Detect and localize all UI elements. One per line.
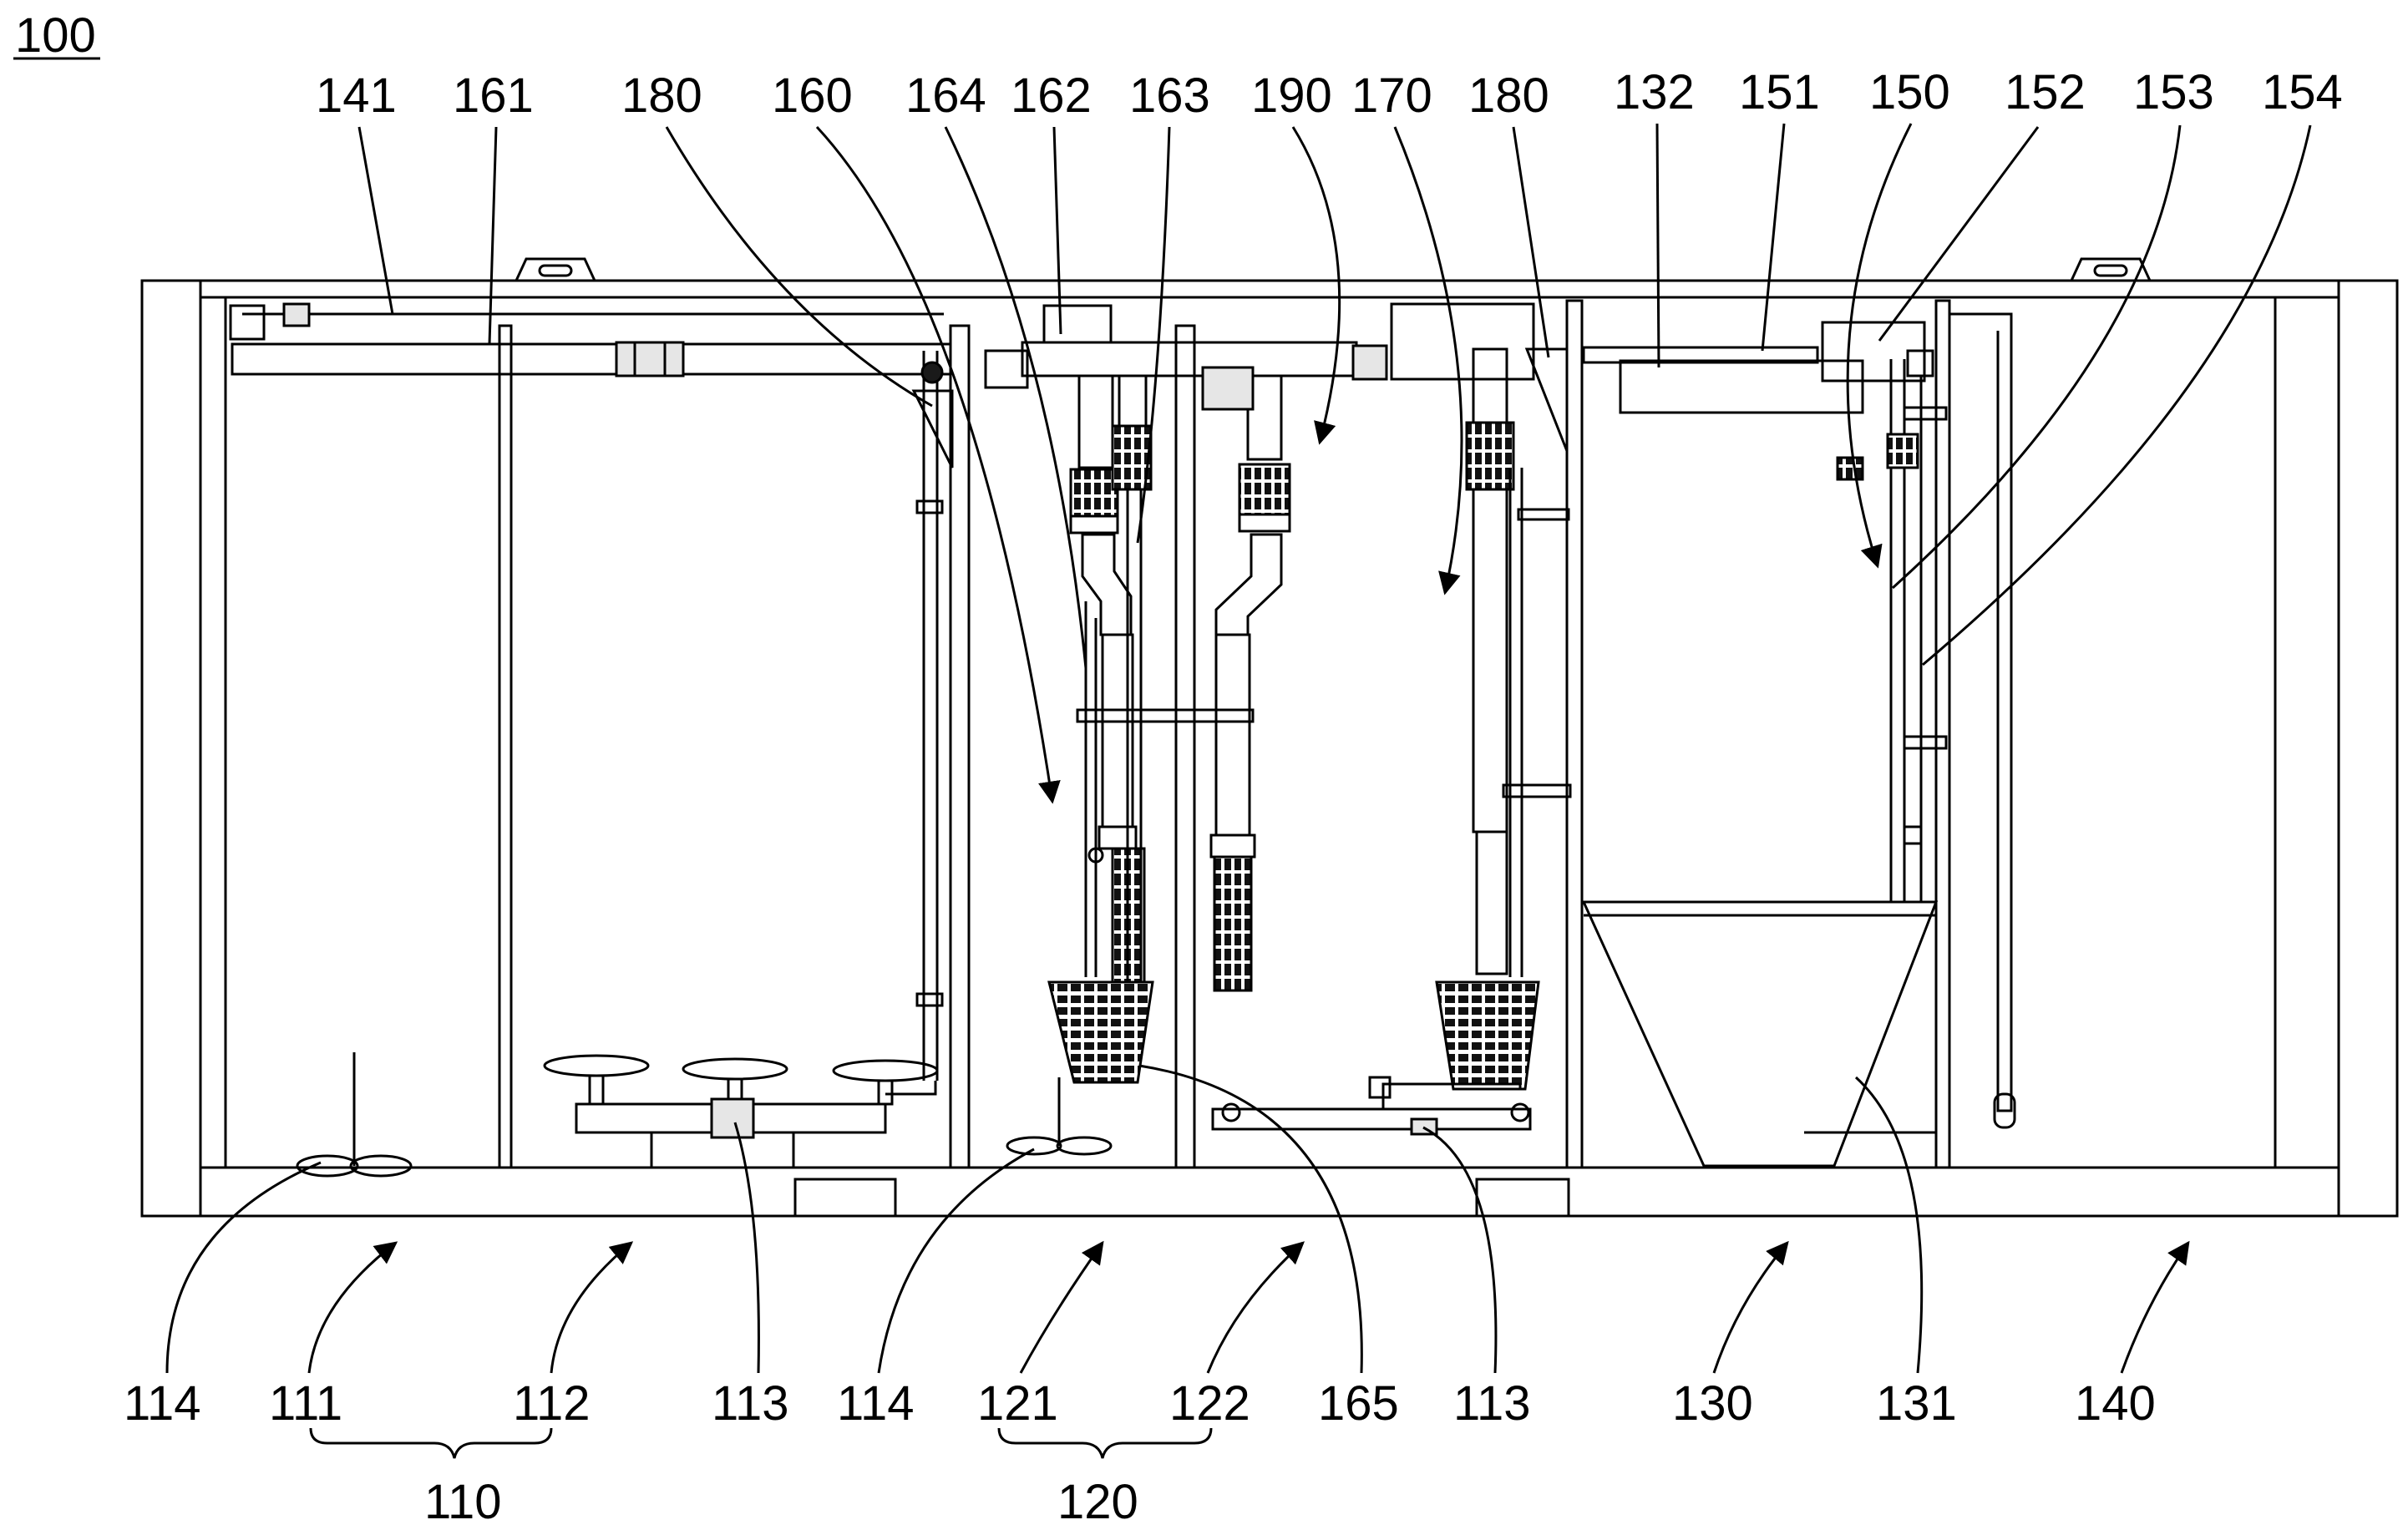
label-114-left: 114 <box>124 1376 200 1431</box>
label-130: 130 <box>1672 1376 1753 1431</box>
label-164: 164 <box>905 68 986 123</box>
lifting-lug-right <box>2070 257 2152 281</box>
frame-right-post <box>2337 279 2399 1218</box>
leader-111 <box>307 1241 398 1374</box>
leader-150 <box>1846 123 1913 569</box>
leader-114-right <box>877 1148 1035 1374</box>
bottom-labels: 114 111 112 113 114 121 122 165 113 130 … <box>124 1376 2156 1529</box>
brace-120 <box>997 1427 1213 1459</box>
leader-122 <box>1206 1241 1305 1374</box>
label-160: 160 <box>772 68 853 123</box>
label-141: 141 <box>316 68 397 123</box>
label-121: 121 <box>977 1376 1058 1431</box>
leader-121 <box>1019 1240 1104 1374</box>
leader-154 <box>1922 124 2312 666</box>
leader-130 <box>1712 1240 1789 1374</box>
leader-152 <box>1878 126 2040 342</box>
label-190: 190 <box>1251 68 1332 123</box>
header-162 <box>1021 341 1358 377</box>
leader-131 <box>1854 1076 1924 1374</box>
leader-162 <box>1052 126 1062 335</box>
top-labels: 141 161 180 160 164 162 163 190 170 180 … <box>316 65 2343 123</box>
wall-130-140 <box>1934 299 1951 1169</box>
leader-132 <box>1655 123 1660 368</box>
leader-161 <box>488 126 498 345</box>
leader-153 <box>1891 124 2182 590</box>
label-150: 150 <box>1869 65 1950 119</box>
label-151: 151 <box>1739 65 1820 119</box>
leader-113-right <box>1422 1126 1498 1374</box>
label-120: 120 <box>1057 1475 1138 1529</box>
deflector-180-right <box>1524 347 1569 452</box>
label-154: 154 <box>2262 65 2343 119</box>
wall-122-130 <box>1565 299 1584 1169</box>
diffuser-190 <box>1213 855 1253 992</box>
leader-190 <box>1291 126 1341 445</box>
mixer-121 <box>1006 1077 1113 1156</box>
frame-outer <box>140 279 2399 1218</box>
pump-box-170 <box>1390 302 1535 381</box>
manifold-113-right <box>1211 1107 1532 1131</box>
mixer-111 <box>296 1052 413 1178</box>
trough-132 <box>1619 359 1864 414</box>
leader-113-left <box>733 1122 760 1374</box>
label-113-right: 113 <box>1453 1376 1530 1431</box>
label-180-right: 180 <box>1468 68 1549 123</box>
frame-left-post <box>140 279 202 1218</box>
leader-180-left <box>665 126 933 408</box>
leader-165 <box>1138 1064 1363 1374</box>
leader-lines <box>165 123 2312 1374</box>
hopper-131 <box>1581 900 1939 1168</box>
leader-151 <box>1761 123 1786 352</box>
label-111: 111 <box>269 1376 342 1431</box>
label-112: 112 <box>513 1376 590 1431</box>
wall-121-122 <box>1174 324 1196 1169</box>
base-beam <box>199 1166 2340 1218</box>
label-162: 162 <box>1011 68 1092 123</box>
brace-110 <box>309 1427 553 1459</box>
deflector-180-left <box>911 389 954 469</box>
diffuser-discs <box>543 1054 939 1106</box>
equipment-drawing <box>140 257 2399 1218</box>
label-114-right: 114 <box>837 1376 914 1431</box>
label-131: 131 <box>1876 1376 1957 1431</box>
base-block-left <box>793 1178 897 1218</box>
figure-number: 100 <box>15 8 96 63</box>
label-132: 132 <box>1614 65 1695 119</box>
leader-112 <box>550 1241 634 1374</box>
wall-111-112 <box>498 324 513 1169</box>
leader-140 <box>2120 1240 2190 1374</box>
label-140: 140 <box>2075 1376 2156 1431</box>
leader-141 <box>357 126 394 315</box>
braces <box>309 1427 1213 1459</box>
label-153: 153 <box>2133 65 2214 119</box>
leader-114-left <box>165 1161 322 1374</box>
label-163: 163 <box>1129 68 1210 123</box>
leader-170 <box>1393 126 1463 595</box>
pipe-151 <box>1582 346 1819 364</box>
label-180-left: 180 <box>621 68 702 123</box>
base-block-right <box>1475 1178 1570 1218</box>
label-170: 170 <box>1351 68 1432 123</box>
label-110: 110 <box>424 1475 501 1529</box>
label-113-left: 113 <box>712 1376 788 1431</box>
leader-163 <box>1136 126 1171 544</box>
label-152: 152 <box>2005 65 2086 119</box>
pipe-161 <box>231 342 952 376</box>
leader-164 <box>944 126 1087 669</box>
label-165: 165 <box>1318 1376 1399 1431</box>
leader-180-right <box>1512 126 1550 358</box>
leader-160 <box>815 125 1061 804</box>
wall-110-120 <box>949 324 971 1169</box>
label-122: 122 <box>1169 1376 1250 1431</box>
label-161: 161 <box>453 68 534 123</box>
lifting-lug-left <box>515 257 596 281</box>
